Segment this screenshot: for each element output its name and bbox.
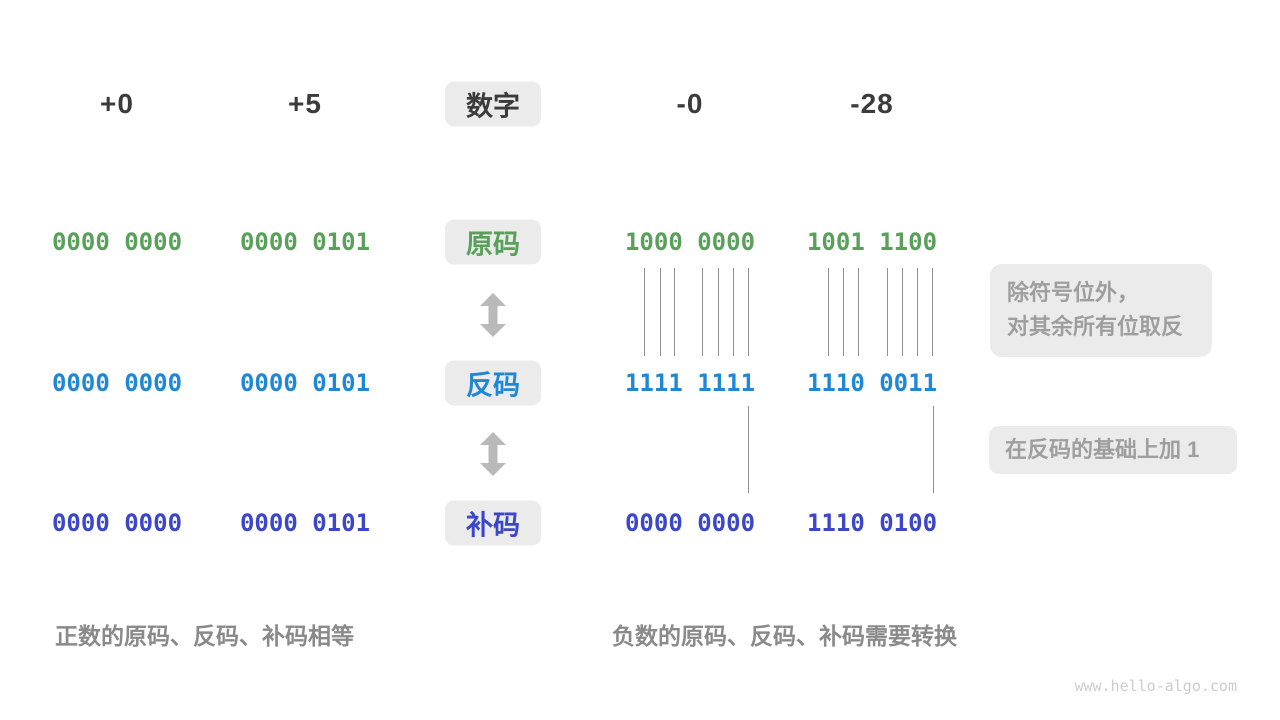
bit-line: [702, 268, 703, 356]
invert-note-line1: 除符号位外，: [1007, 280, 1140, 305]
positive-caption: 正数的原码、反码、补码相等: [55, 623, 354, 649]
ones-complement-value-minus0: 1111 1111: [624, 369, 756, 397]
header-number-plus-0: +0: [100, 88, 134, 119]
invert-note-box: 除符号位外， 对其余所有位取反: [990, 264, 1212, 357]
bit-line: [917, 268, 918, 356]
add-one-lines: [0, 406, 1280, 493]
number-badge: 数字: [445, 81, 541, 127]
ones-complement-badge: 反码: [445, 360, 541, 406]
bit-line: [748, 268, 749, 356]
twos-complement-value-plus0: 0000 0000: [51, 509, 183, 537]
ones-complement-value-plus5: 0000 0101: [239, 369, 371, 397]
negative-caption: 负数的原码、反码、补码需要转换: [612, 623, 957, 649]
bit-line: [902, 268, 903, 356]
header-number-minus-0: -0: [676, 88, 704, 119]
bit-line: [843, 268, 844, 356]
invert-bits-lines: [0, 268, 1280, 356]
invert-note-line2: 对其余所有位取反: [1007, 314, 1184, 339]
bit-line: [660, 268, 661, 356]
twos-complement-value-plus5: 0000 0101: [239, 509, 371, 537]
header-number-plus-5: +5: [288, 88, 322, 119]
bit-line: [933, 406, 934, 493]
twos-complement-badge: 补码: [445, 500, 541, 546]
bit-line: [718, 268, 719, 356]
bit-line: [748, 406, 749, 493]
bit-line: [887, 268, 888, 356]
ones-complement-value-plus0: 0000 0000: [51, 369, 183, 397]
twos-complement-value-minus0: 0000 0000: [624, 509, 756, 537]
ones-complement-value-minus28: 1110 0011: [806, 369, 938, 397]
bit-line: [932, 268, 933, 356]
up-down-arrow-icon: [480, 432, 506, 476]
sign-magnitude-value-minus28: 1001 1100: [806, 228, 938, 256]
sign-magnitude-badge: 原码: [445, 219, 541, 265]
watermark-url: www.hello-algo.com: [1074, 677, 1237, 695]
add-one-note-box: 在反码的基础上加 1: [989, 426, 1237, 474]
add-one-note-text: 在反码的基础上加 1: [1005, 437, 1200, 462]
bit-line: [858, 268, 859, 356]
header-number-minus-28: -28: [850, 88, 894, 119]
bit-line: [674, 268, 675, 356]
sign-magnitude-value-plus5: 0000 0101: [239, 228, 371, 256]
sign-magnitude-value-plus0: 0000 0000: [51, 228, 183, 256]
bit-line: [828, 268, 829, 356]
bit-line: [733, 268, 734, 356]
bit-line: [644, 268, 645, 356]
sign-magnitude-value-minus0: 1000 0000: [624, 228, 756, 256]
twos-complement-value-minus28: 1110 0100: [806, 509, 938, 537]
up-down-arrow-icon: [480, 293, 506, 337]
